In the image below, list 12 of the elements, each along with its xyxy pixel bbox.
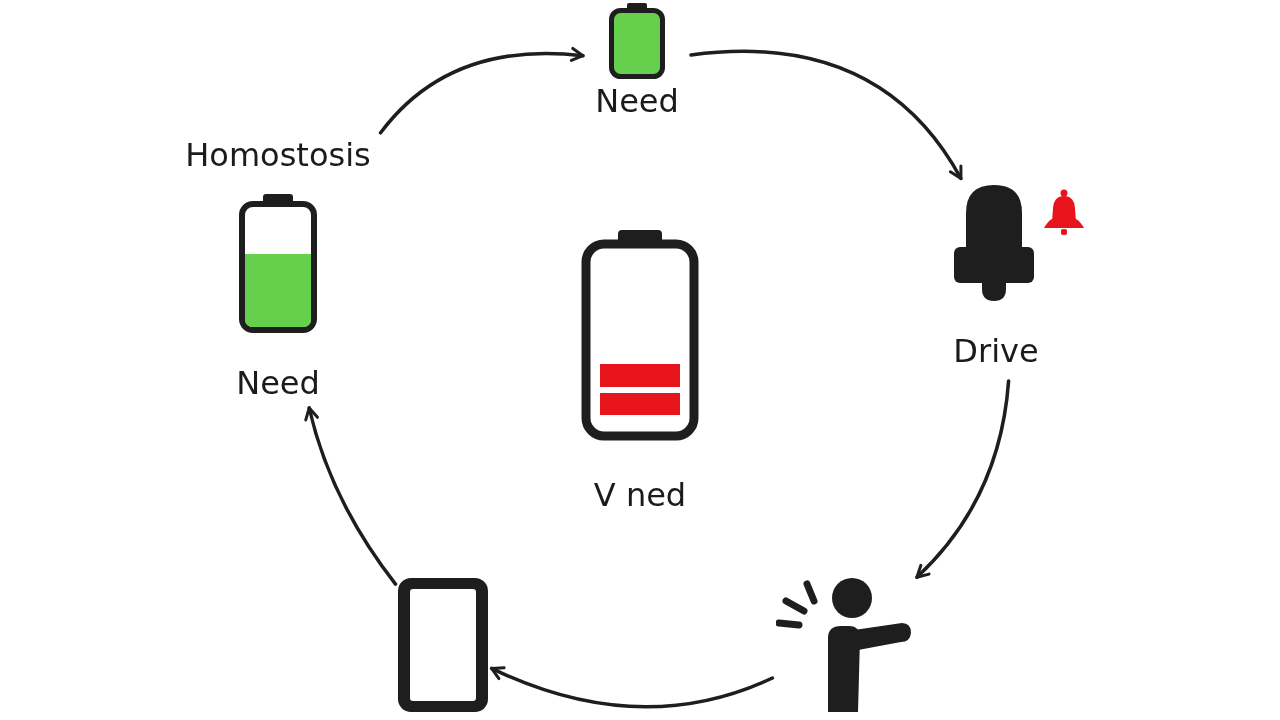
person-icon [776, 576, 914, 712]
step-heading: Homostosis [185, 136, 371, 174]
phone-icon [398, 578, 488, 712]
arrow [915, 379, 1011, 579]
arrow [489, 665, 775, 709]
center-label: V ned [593, 476, 687, 514]
arrow [304, 406, 398, 586]
step-label: Need [595, 82, 679, 120]
step-label: Need [236, 364, 320, 402]
arrow [378, 47, 585, 135]
arrow [689, 49, 963, 181]
step-label: Drive [953, 332, 1039, 370]
